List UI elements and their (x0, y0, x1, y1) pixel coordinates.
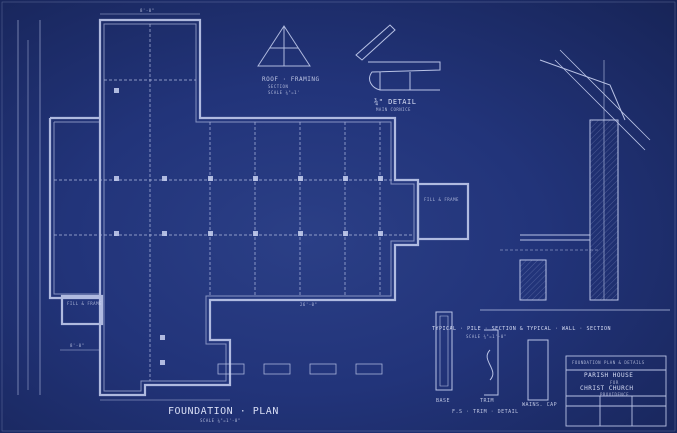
pier-grid (54, 24, 414, 381)
dim-top: 8'-0" (140, 8, 155, 13)
trim-label-wains-cap: WAINS. CAP (522, 402, 558, 408)
dim-bottom-mid: 26'-0" (300, 302, 318, 307)
cornice-detail (355, 24, 441, 91)
title-block-line3: FOR (610, 380, 619, 385)
piers (114, 88, 383, 365)
cornice-sub: MAIN CORNICE (376, 107, 411, 112)
wall-section-scale: SCALE ¾"=1'-0" (466, 334, 507, 339)
trim-label-trim: TRIM (480, 398, 495, 404)
title-block-line4: CHRIST CHURCH (580, 385, 634, 392)
foundation-plan (48, 18, 470, 397)
cornice-title: ¾" DETAIL (374, 98, 417, 106)
foundation-plan-scale: SCALE ⅛"=1'-0" (200, 418, 241, 423)
wall-section (480, 49, 670, 311)
roof-framing-title: ROOF · FRAMING (262, 76, 320, 83)
roof-framing-sub: SECTION (268, 84, 289, 89)
trim-label-base: BASE (436, 398, 451, 404)
title-block-line2: PARISH HOUSE (584, 372, 634, 379)
fill-frame-label-1: FILL & FRAME (424, 197, 459, 202)
wall-section-title: TYPICAL · PILE · SECTION & TYPICAL · WAL… (432, 326, 612, 332)
dim-bottom-left: 8'-0" (70, 343, 85, 348)
roof-framing-section (257, 25, 311, 67)
fill-frame-label-2: FILL & FRAME (67, 301, 102, 306)
roof-framing-scale: SCALE ⅛"=1' (268, 90, 300, 95)
title-block (565, 355, 667, 427)
foundation-plan-title: FOUNDATION · PLAN (168, 406, 279, 417)
trim-details (435, 311, 549, 401)
title-block-line5: PROVIDENCE (600, 392, 630, 397)
trim-title: F.S · TRIM · DETAIL (452, 409, 519, 415)
title-block-line1: FOUNDATION PLAN & DETAILS (572, 360, 645, 365)
